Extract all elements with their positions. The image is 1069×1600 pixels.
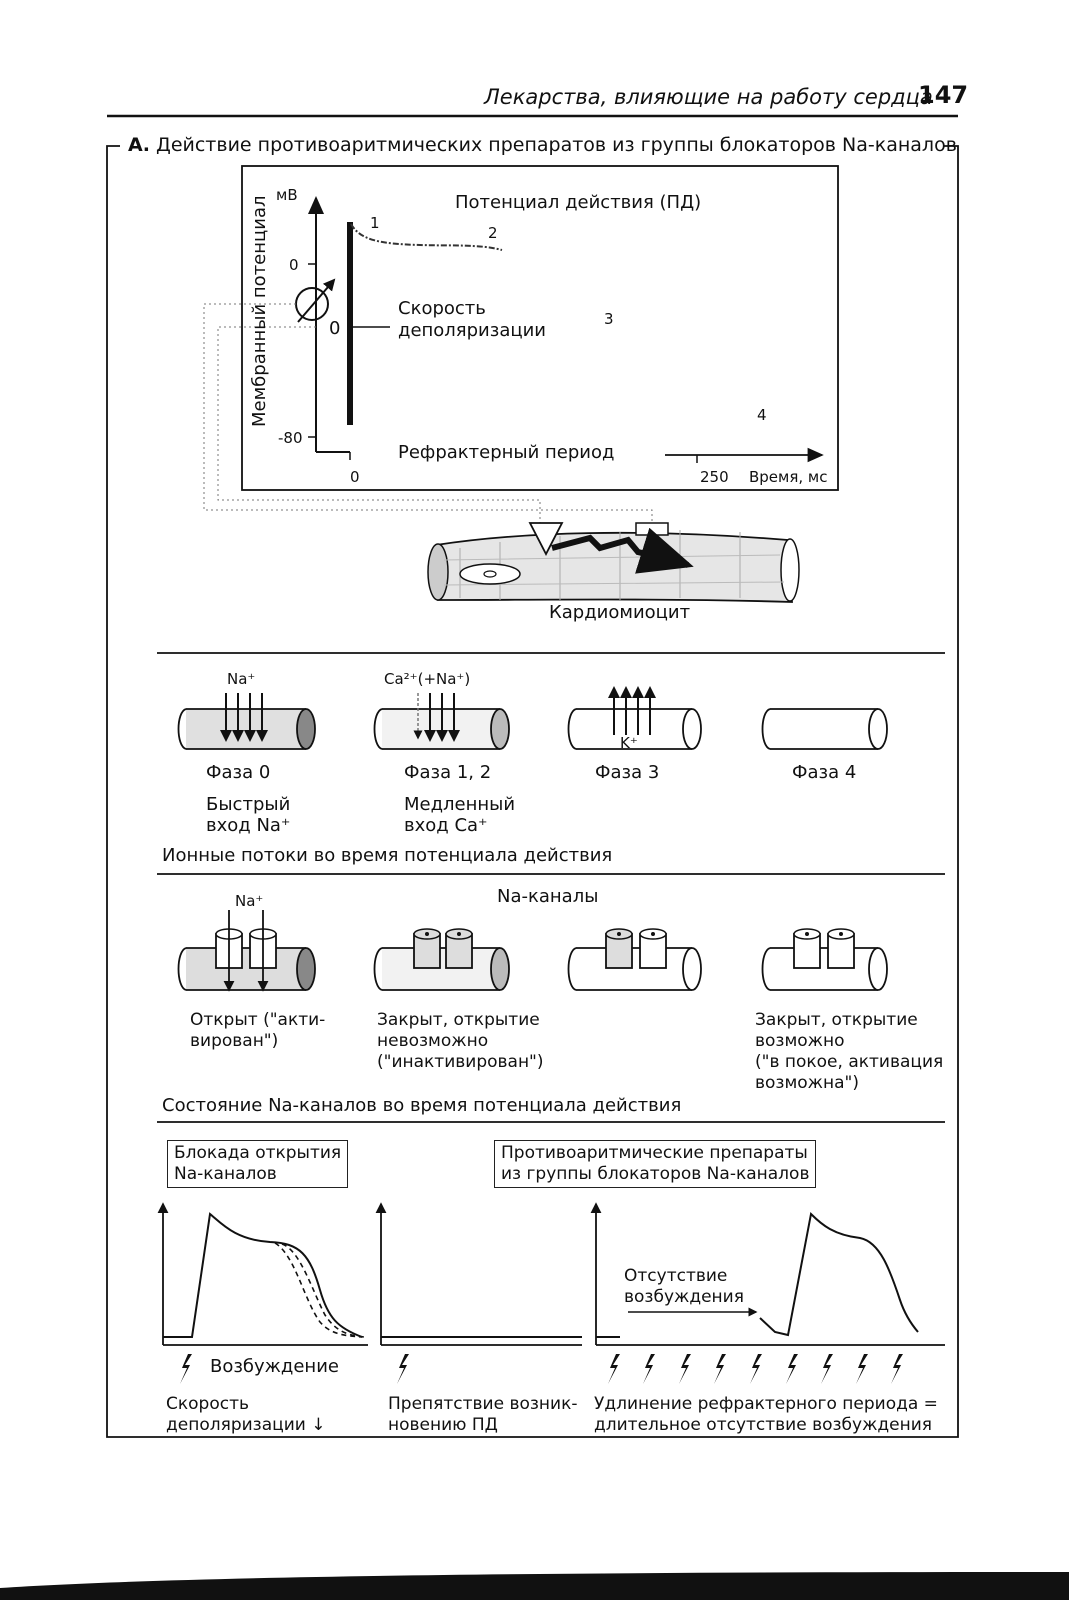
depol-label-1: Скорость (398, 298, 486, 319)
x-tick-0-label: 0 (350, 468, 360, 486)
plot-no-ap (375, 1202, 582, 1346)
excitation-bolt-icon (891, 1354, 903, 1384)
excitation-stimuli (180, 1354, 903, 1384)
excitation-label: Возбуждение (210, 1356, 339, 1377)
cell-label: Кардиомиоцит (549, 602, 691, 623)
no-excitation-label: Отсутствие возбуждения (624, 1266, 744, 1307)
page-number: 147 (918, 81, 969, 109)
ion-k: K⁺ (620, 734, 638, 752)
phase12-desc-1: Медленный (404, 794, 516, 815)
excitation-bolt-icon (750, 1354, 762, 1384)
phase12-title: Фаза 1, 2 (404, 762, 492, 783)
cylinder-phase4 (761, 708, 888, 750)
ap-title: Потенциал действия (ПД) (455, 192, 702, 213)
cylinder-phase3 (567, 686, 702, 750)
phase-4-label: 4 (757, 406, 767, 424)
excitation-bolt-icon (856, 1354, 868, 1384)
section-frame (106, 145, 959, 1438)
section-letter: А. (128, 134, 150, 156)
ion-na: Na⁺ (227, 670, 256, 688)
tick-0-label: 0 (289, 256, 299, 274)
phase0-desc-1: Быстрый (206, 794, 291, 815)
ap-plateau (350, 223, 503, 251)
na-channel-open (177, 910, 316, 992)
x-axis-label: Время, мс (749, 468, 828, 486)
plot-depolarization-slowing (157, 1202, 368, 1346)
antiarrhythmic-box: Противоаритмические препараты из группы … (494, 1140, 817, 1188)
phase12-desc-2: вход Ca⁺ (404, 815, 488, 836)
cylinder-phase12 (373, 693, 510, 750)
cardiomyocyte (427, 522, 800, 603)
phase0-title: Фаза 0 (206, 762, 271, 783)
depol-label-2: деполяризации (398, 320, 547, 341)
ap-panel-box (241, 165, 839, 491)
na-channels-ion: Na⁺ (235, 892, 264, 910)
page-edge (0, 1572, 1069, 1600)
phase-1-label: 1 (370, 214, 380, 232)
na-channel-inactivated (373, 928, 510, 991)
na-channels-group-label: Na-каналы (497, 886, 599, 907)
electrode-lead (203, 303, 653, 528)
excitation-bolt-icon (821, 1354, 833, 1384)
tick-m80-label: -80 (278, 429, 303, 447)
excitation-bolt-icon (679, 1354, 691, 1384)
na-channel-rest (761, 928, 888, 991)
y-unit: мВ (276, 186, 298, 204)
cylinder-phase0 (177, 693, 316, 750)
x-tick-250-label: 250 (700, 468, 729, 486)
na-inactivated-label: Закрыт, открытие невозможно ("инактивиро… (377, 1010, 544, 1072)
y-axis-label: Мембранный потенциал (249, 195, 270, 427)
excitation-bolt-icon (180, 1354, 192, 1384)
header-title: Лекарства, влияющие на работу сердца (484, 85, 933, 109)
section-title: Действие противоаритмических препаратов … (155, 134, 957, 156)
caption-no-ap: Препятствие возник- новению ПД (388, 1394, 578, 1435)
phase-0-label: 0 (329, 318, 341, 339)
excitation-bolt-icon (397, 1354, 409, 1384)
plot-refractory-prolongation (590, 1202, 945, 1346)
ion-flows-title: Ионные потоки во время потенциала действ… (162, 845, 613, 866)
na-rest-label: Закрыт, открытие возможно ("в покое, акт… (755, 1010, 944, 1093)
na-channel-closed-2 (567, 928, 702, 991)
excitation-bolt-icon (608, 1354, 620, 1384)
caption-depolarization: Скорость деполяризации ↓ (166, 1394, 326, 1435)
na-open-label: Открыт ("акти- вирован") (190, 1010, 326, 1051)
phase3-title: Фаза 3 (595, 762, 660, 783)
phase-3-label: 3 (604, 310, 614, 328)
refractory-label: Рефрактерный период (398, 442, 615, 463)
phase-2-label: 2 (488, 224, 498, 242)
excitation-bolt-icon (714, 1354, 726, 1384)
excitation-bolt-icon (786, 1354, 798, 1384)
ion-ca: Ca²⁺(+Na⁺) (384, 670, 471, 688)
section-heading: А. Действие противоаритмических препарат… (128, 134, 957, 156)
phase0-desc-2: вход Na⁺ (206, 815, 291, 836)
na-channels-title: Состояние Na-каналов во время потенциала… (162, 1095, 682, 1116)
excitation-bolt-icon (643, 1354, 655, 1384)
phase4-title: Фаза 4 (792, 762, 857, 783)
caption-refractory: Удлинение рефрактерного периода = длител… (594, 1394, 938, 1435)
blockade-box: Блокада открытия Na-каналов (167, 1140, 349, 1188)
